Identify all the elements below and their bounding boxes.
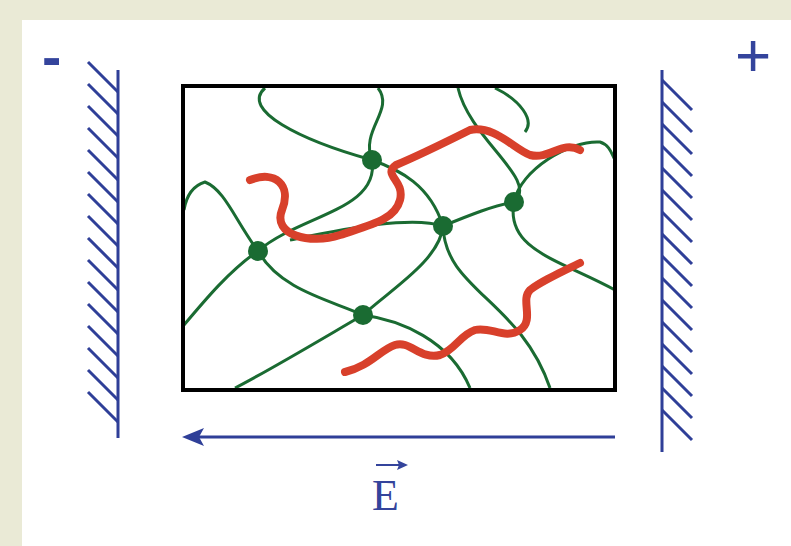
- polarity-sign: +: [735, 24, 771, 86]
- polarity-sign: -: [42, 28, 61, 86]
- sample-frame: [183, 86, 615, 390]
- network-chains: [184, 88, 615, 388]
- crosslink-dots: [248, 150, 524, 325]
- ground: [22, 20, 791, 546]
- vector-arrow: [376, 460, 408, 470]
- positive-electrode: [662, 70, 692, 452]
- negative-electrode: [88, 62, 118, 438]
- field-label: E: [372, 474, 399, 518]
- free-chains: [250, 129, 580, 372]
- field-arrow: [182, 428, 615, 446]
